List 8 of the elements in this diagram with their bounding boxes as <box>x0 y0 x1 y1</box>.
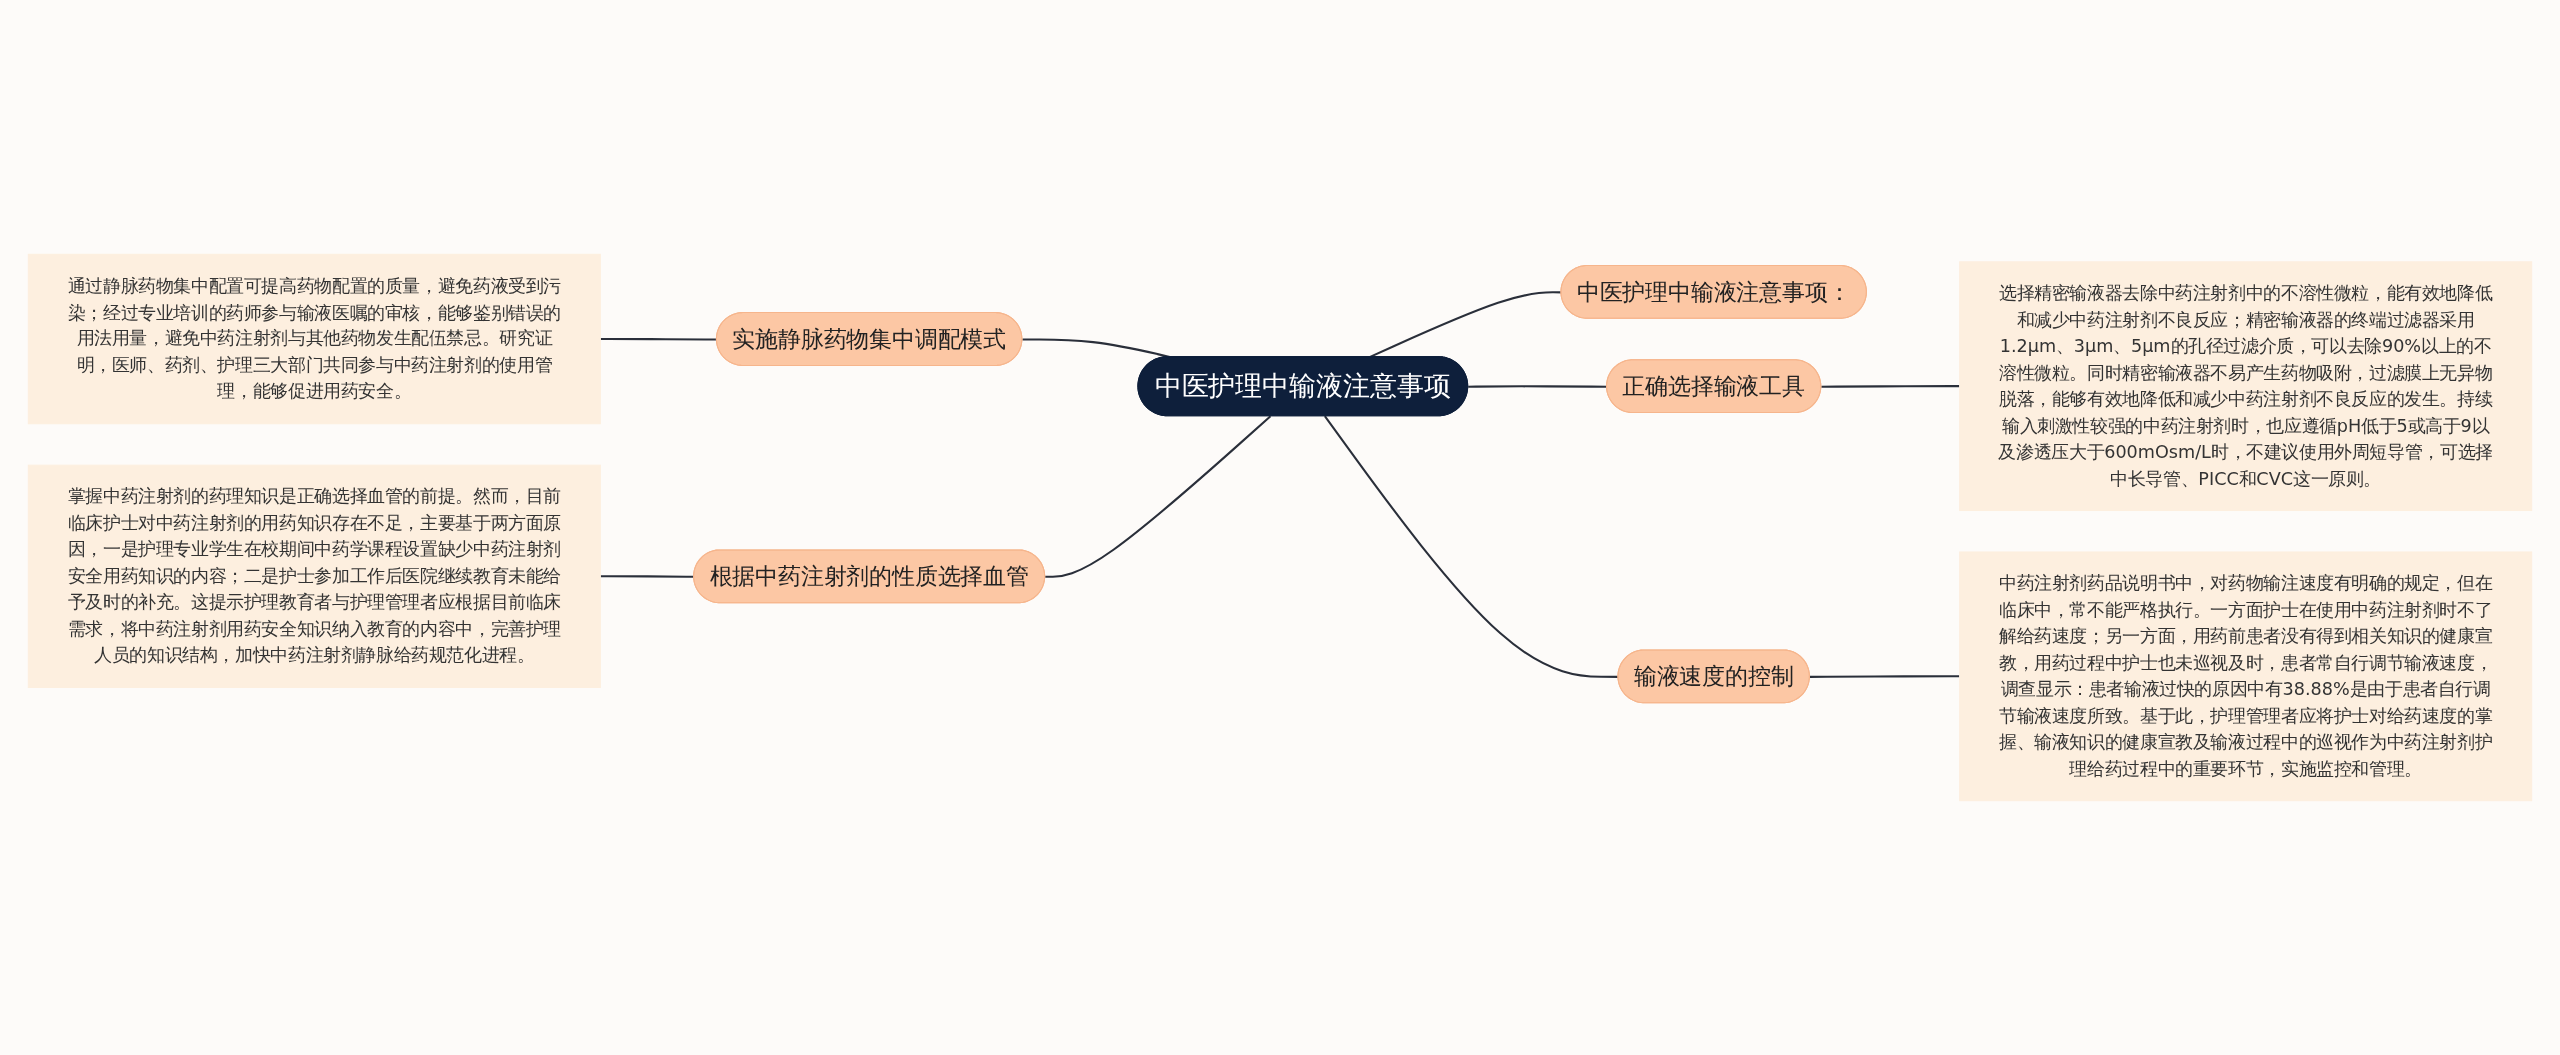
node-box: 通过静脉药物集中配置可提高药物配置的质量，避免药液受到污染；经过专业培训的药师参与输液医嘱的审核，能够鉴别错误的用法用量，避免中药注射剂与其他药物发生配伍禁忌。研究证明，医师、药剂、护理三大部门共同参与中药注射剂的使用管理，能够促进用药安全。 <box>27 253 601 425</box>
node-box: 中药注射剂药品说明书中，对药物输注速度有明确的规定，但在临床中，常不能严格执行。一方面护士在使用中药注射剂时不了解给药速度；另一方面，用药前患者没有得到相关知识的健康宣教，用药过程中护士也未巡视及时，患者常自行调节输液速度，调查显示：患者输液过快的原因中有38.88%是由于患者自行调节输液速度所致。基于此，护理管理者应将护士对给药速度的掌握、输液知识的健康宣教及输液过程中的巡视作为中药注射剂护理给药过程中的重要环节，实施监控和管理。 <box>1959 551 2533 802</box>
connector <box>600 338 717 341</box>
connector <box>1045 415 1272 578</box>
node-box: 选择精密输液器去除中药注射剂中的不溶性微粒，能有效地降低和减少中药注射剂不良反应；精密输液器的终端过滤器采用1.2μm、3μm、5μm的孔径过滤介质，可以去除90%以上的不溶性微粒。同时精密输液器不易产生药物吸附，过滤膜上无异物脱落，能够有效地降低和减少中药注射剂不良反应的发生。持续输入刺激性较强的中药注射剂时，也应遵循pH低于5或高于9以及渗透压大于600mOsm/L时，不建议使用外周短导管，可选择中长导管、PICC和CVC这一原则。 <box>1959 261 2533 512</box>
node-box: 掌握中药注射剂的药理知识是正确选择血管的前提。然而，目前临床护士对中药注射剂的用药知识存在不足，主要基于两方面原因，一是护理专业学生在校期间中药学课程设置缺少中药注射剂安全用药知识的内容；二是护士参加工作后医院继续教育未能给予及时的补充。这提示护理教育者与护理管理者应根据目前临床需求，将中药注射剂用药安全知识纳入教育的内容中，完善护理人员的知识结构，加快中药注射剂静脉给药规范化进程。 <box>27 464 601 688</box>
connector <box>1809 675 1960 678</box>
connector <box>1821 385 1960 388</box>
